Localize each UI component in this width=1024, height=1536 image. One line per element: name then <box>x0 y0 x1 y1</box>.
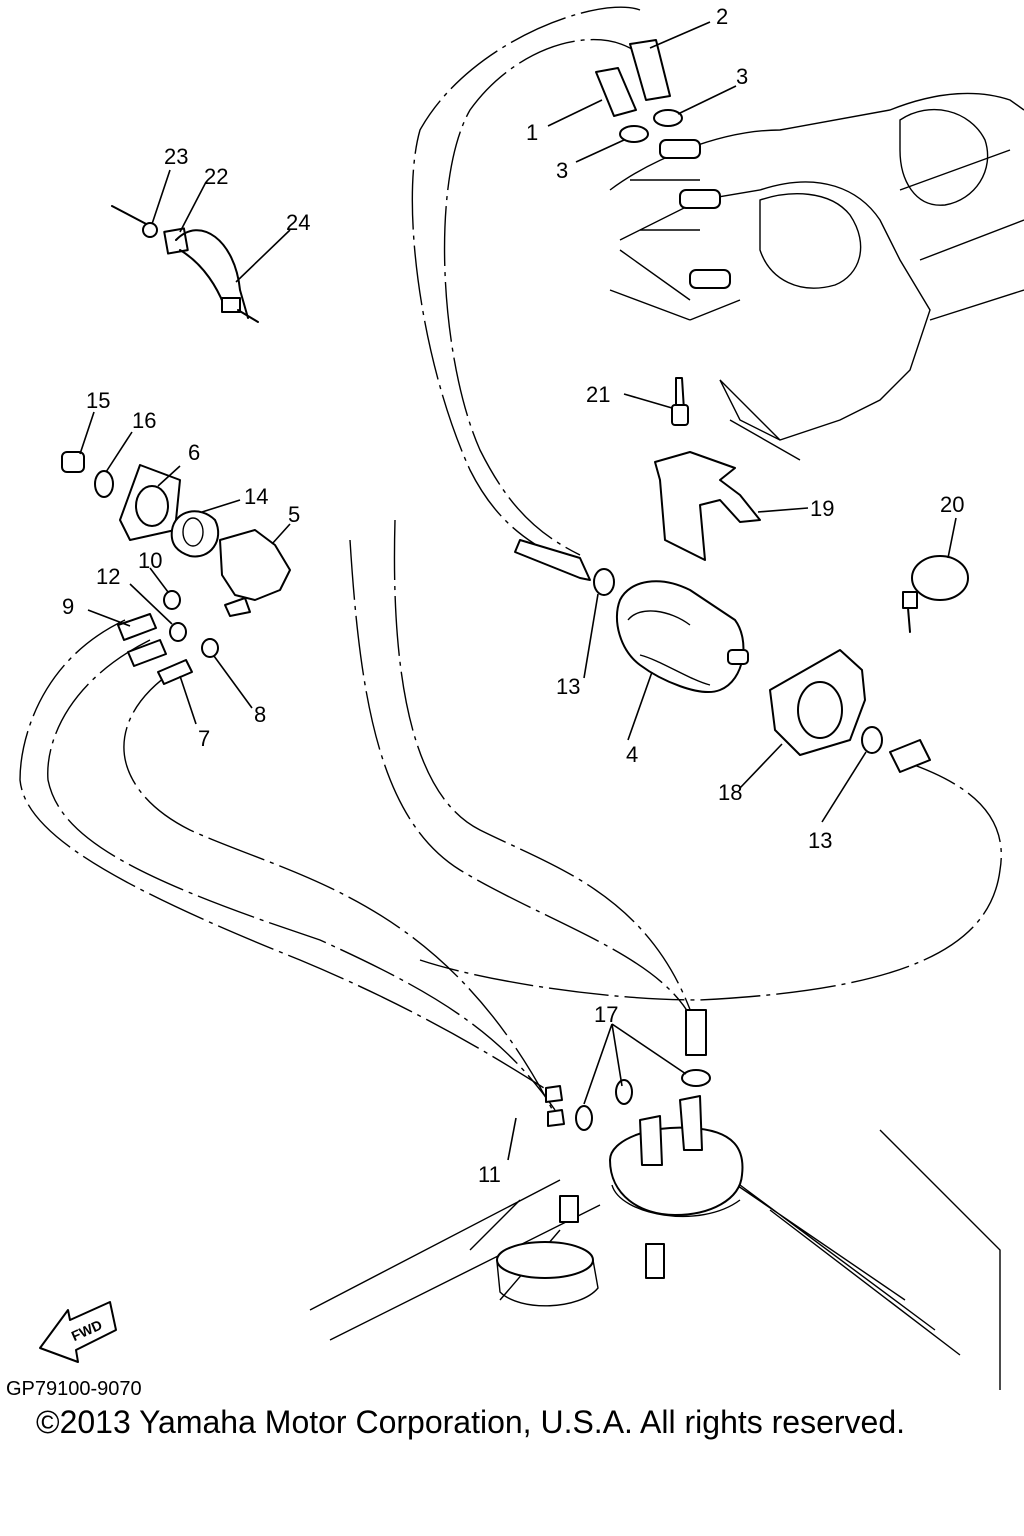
callout-22: 22 <box>204 164 228 189</box>
fwd-arrow-icon: FWD <box>39 1301 117 1363</box>
callout-10: 10 <box>138 548 162 573</box>
callout-12: 12 <box>96 564 120 589</box>
clip-12 <box>169 622 187 642</box>
callout-11: 11 <box>478 1162 501 1187</box>
clip-10 <box>163 590 181 610</box>
callout-23: 23 <box>164 144 188 169</box>
clip-17a <box>681 1069 711 1087</box>
fuel-hoses <box>19 6 1002 1126</box>
leader-lines <box>79 21 957 1161</box>
callout-2: 2 <box>716 4 728 29</box>
callout-4: 4 <box>626 742 638 767</box>
callout-16: 16 <box>132 408 156 433</box>
screw-15 <box>61 451 85 473</box>
callout-9: 9 <box>62 594 74 619</box>
clip-13b <box>861 726 883 754</box>
clip-8 <box>201 638 219 658</box>
callout-21: 21 <box>586 382 610 407</box>
callout-1: 1 <box>526 120 538 145</box>
callout-7: 7 <box>198 726 210 751</box>
callout-18: 18 <box>718 780 742 805</box>
bushing-14 <box>170 510 220 558</box>
fuel-cock-5 <box>219 529 291 601</box>
engine-carburetor <box>609 92 1024 461</box>
callout-13b: 13 <box>808 828 832 853</box>
callout-24: 24 <box>286 210 310 235</box>
fuel-cock-assembly <box>61 451 291 658</box>
bracket-19 <box>654 377 761 561</box>
callout-3a: 3 <box>736 64 748 89</box>
hose-ends-upper <box>595 39 683 143</box>
clip-13a <box>593 568 615 596</box>
clip-17c <box>575 1105 593 1131</box>
clip-3b <box>653 109 683 127</box>
band-20 <box>902 555 969 633</box>
callout-13a: 13 <box>556 674 580 699</box>
holder-18 <box>769 649 931 773</box>
callout-19: 19 <box>810 496 834 521</box>
clip-17b <box>615 1079 633 1105</box>
callout-8: 8 <box>254 702 266 727</box>
callout-6: 6 <box>188 440 200 465</box>
diagram-code: GP79100-9070 <box>6 1378 142 1400</box>
clip-3a <box>619 125 649 143</box>
hose-ends-left <box>117 613 193 685</box>
callout-14: 14 <box>244 484 268 509</box>
copyright-notice: ©2013 Yamaha Motor Corporation, U.S.A. A… <box>36 1404 906 1440</box>
callout-15: 15 <box>86 388 110 413</box>
callout-20: 20 <box>940 492 964 517</box>
callout-labels: 1 2 3 3 4 5 6 7 8 9 10 11 12 13 13 14 15… <box>62 4 964 1187</box>
callout-17: 17 <box>594 1002 618 1027</box>
fuel-filter <box>514 539 749 693</box>
callout-3b: 3 <box>556 158 568 183</box>
fuel-sender-unit <box>496 1009 744 1307</box>
washer-16 <box>94 470 114 498</box>
cable-tie <box>111 205 259 323</box>
callout-5: 5 <box>288 502 300 527</box>
